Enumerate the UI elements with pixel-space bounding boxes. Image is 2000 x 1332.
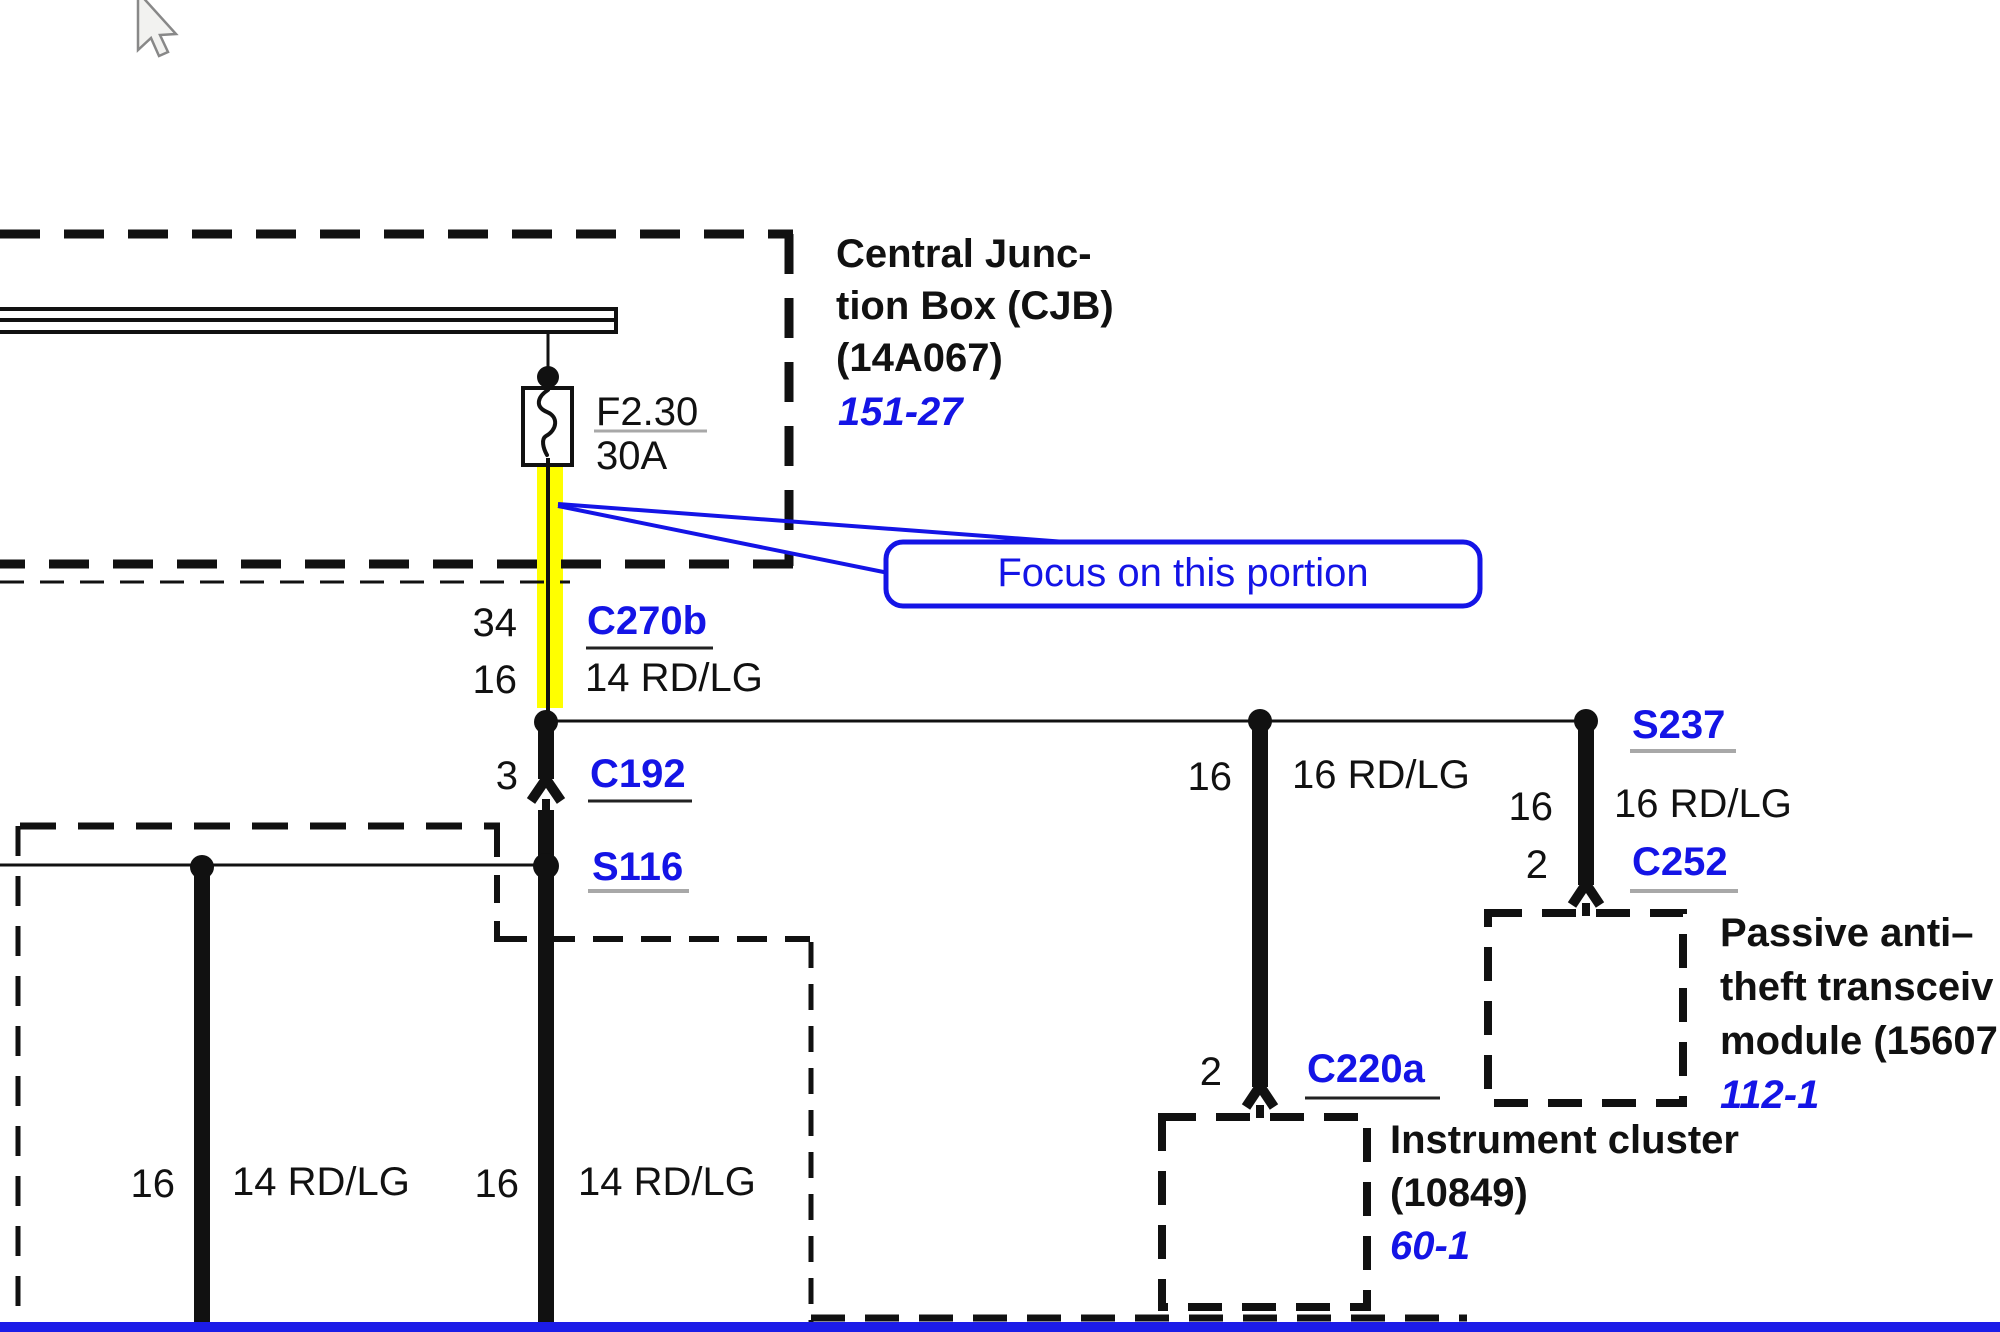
pats-wire-label: 16 RD/LG bbox=[1614, 782, 1792, 826]
bottom-right-gauge-label: 16 bbox=[474, 1162, 520, 1206]
c270b-wire-label: 14 RD/LG bbox=[585, 656, 763, 700]
pats-gauge-label: 16 bbox=[1508, 785, 1554, 829]
callout-tail-lower bbox=[557, 504, 909, 579]
c270b-connector-link[interactable]: C270b bbox=[587, 599, 708, 643]
c270b-pin-label: 34 bbox=[472, 601, 518, 645]
s116-splice-link[interactable]: S116 bbox=[592, 845, 684, 889]
c192-connector-arrow bbox=[526, 770, 566, 804]
bottom-page-divider-bar bbox=[0, 1322, 2000, 1332]
pats-name-line2: theft transceiv bbox=[1720, 965, 1994, 1009]
s116-splice-dot bbox=[533, 853, 559, 879]
pats-name-line1: Passive anti– bbox=[1720, 911, 1974, 955]
c252-connector-link[interactable]: C252 bbox=[1632, 840, 1728, 884]
fuse-junction-dot bbox=[537, 366, 559, 388]
c220a-connector-arrow bbox=[1241, 1076, 1279, 1110]
c252-pin-label: 2 bbox=[1525, 843, 1548, 887]
c270b-gauge-label: 16 bbox=[472, 658, 518, 702]
c220a-connector-link[interactable]: C220a bbox=[1307, 1047, 1425, 1091]
bottom-right-wire-label: 14 RD/LG bbox=[578, 1160, 756, 1204]
pats-name-line3: module (15607 bbox=[1720, 1019, 1998, 1063]
c220a-pin-label: 2 bbox=[1199, 1050, 1222, 1094]
cluster-wire-label: 16 RD/LG bbox=[1292, 753, 1470, 797]
pats-module-box bbox=[1484, 909, 1687, 1107]
cluster-name-line2: (10849) bbox=[1390, 1171, 1528, 1215]
c192-pin-label: 3 bbox=[495, 754, 518, 798]
instrument-cluster-box bbox=[1158, 1113, 1371, 1311]
mouse-cursor-icon bbox=[136, 0, 179, 58]
cluster-page-ref-link[interactable]: 60-1 bbox=[1390, 1224, 1471, 1268]
c192-connector-link[interactable]: C192 bbox=[590, 752, 686, 796]
callout-text: Focus on this portion bbox=[997, 551, 1369, 595]
cluster-name-line1: Instrument cluster bbox=[1390, 1118, 1739, 1162]
fuse-rating-label: 30A bbox=[596, 434, 668, 478]
pats-page-ref-link[interactable]: 112-1 bbox=[1720, 1073, 1820, 1117]
bottom-left-wire-label: 14 RD/LG bbox=[232, 1160, 410, 1204]
bottom-left-gauge-label: 16 bbox=[130, 1162, 176, 1206]
s237-splice-link[interactable]: S237 bbox=[1632, 703, 1726, 747]
callout-bubble bbox=[883, 539, 1483, 609]
cjb-title-line3: (14A067) bbox=[836, 336, 1003, 380]
fuse-element-squiggle bbox=[536, 388, 558, 457]
cjb-title-line1: Central Junc- bbox=[836, 232, 1092, 276]
cluster-gauge-label: 16 bbox=[1187, 755, 1233, 799]
fuse-id-label: F2.30 bbox=[596, 390, 699, 434]
c252-connector-arrow bbox=[1567, 874, 1605, 908]
left-branch-dot bbox=[190, 855, 214, 879]
cjb-title-line2: tion Box (CJB) bbox=[836, 284, 1114, 328]
cjb-page-ref-link[interactable]: 151-27 bbox=[838, 390, 963, 434]
